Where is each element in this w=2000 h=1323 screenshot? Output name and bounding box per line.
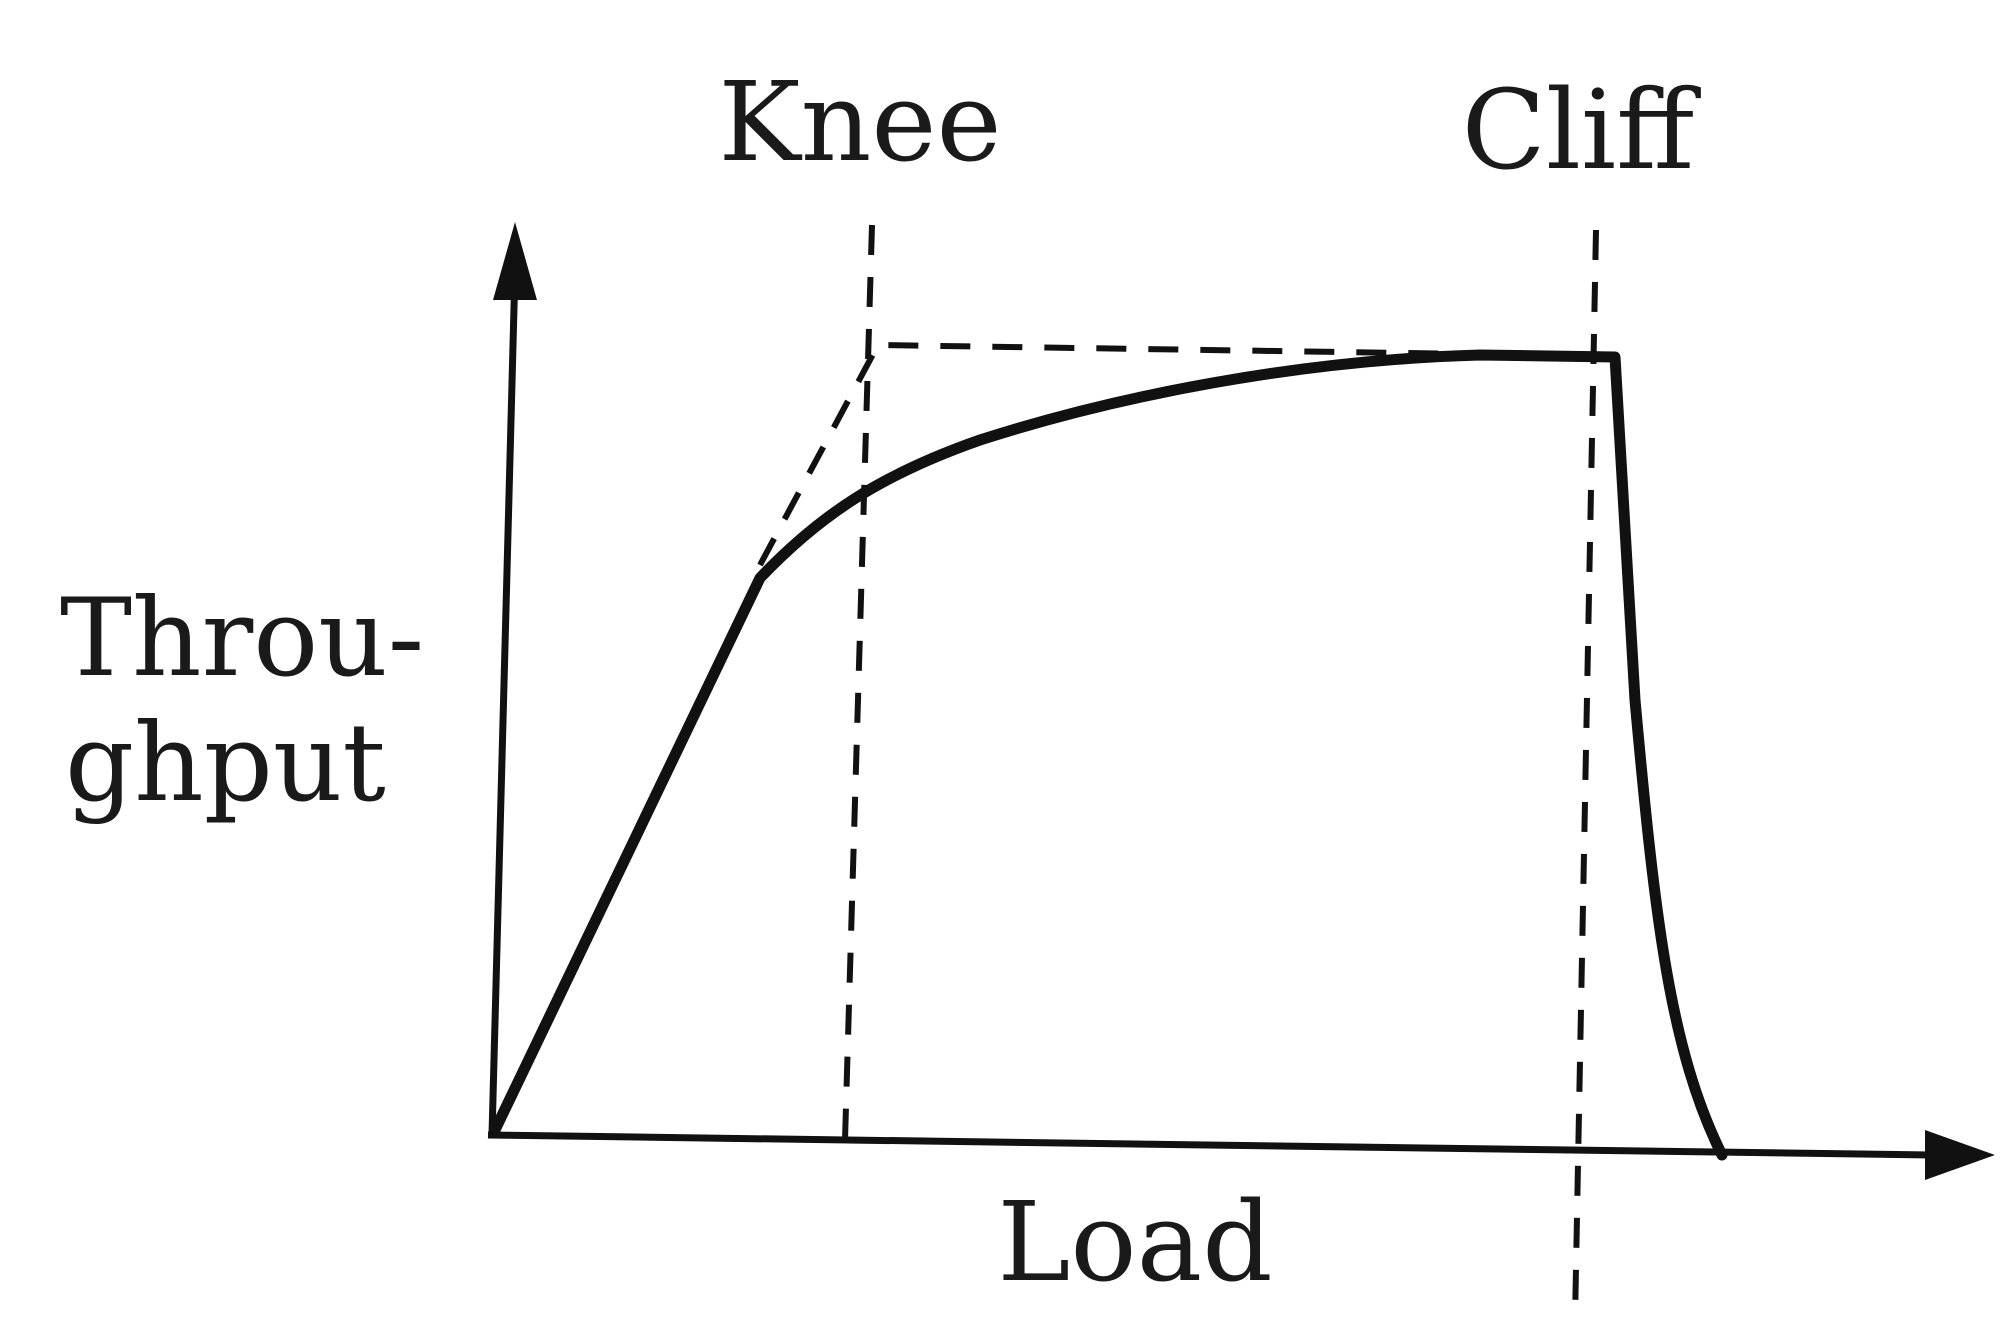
cliff-dashed-line: [1572, 229, 1599, 1321]
y-axis-arrowhead: [493, 222, 537, 300]
cliff-label: Cliff: [1462, 66, 1702, 194]
y-axis-label-line2: ghput: [65, 701, 386, 826]
y-axis-label-line1: Throu-: [60, 576, 424, 701]
ideal-dashed-line: [757, 341, 1606, 567]
throughput-curve: [489, 349, 1728, 1161]
y-axis: [488, 269, 519, 1136]
x-axis-arrowhead: [1925, 1130, 1995, 1180]
knee-label: Knee: [718, 58, 1001, 186]
x-axis: [487, 1131, 1931, 1159]
x-axis-label: Load: [997, 1178, 1272, 1306]
